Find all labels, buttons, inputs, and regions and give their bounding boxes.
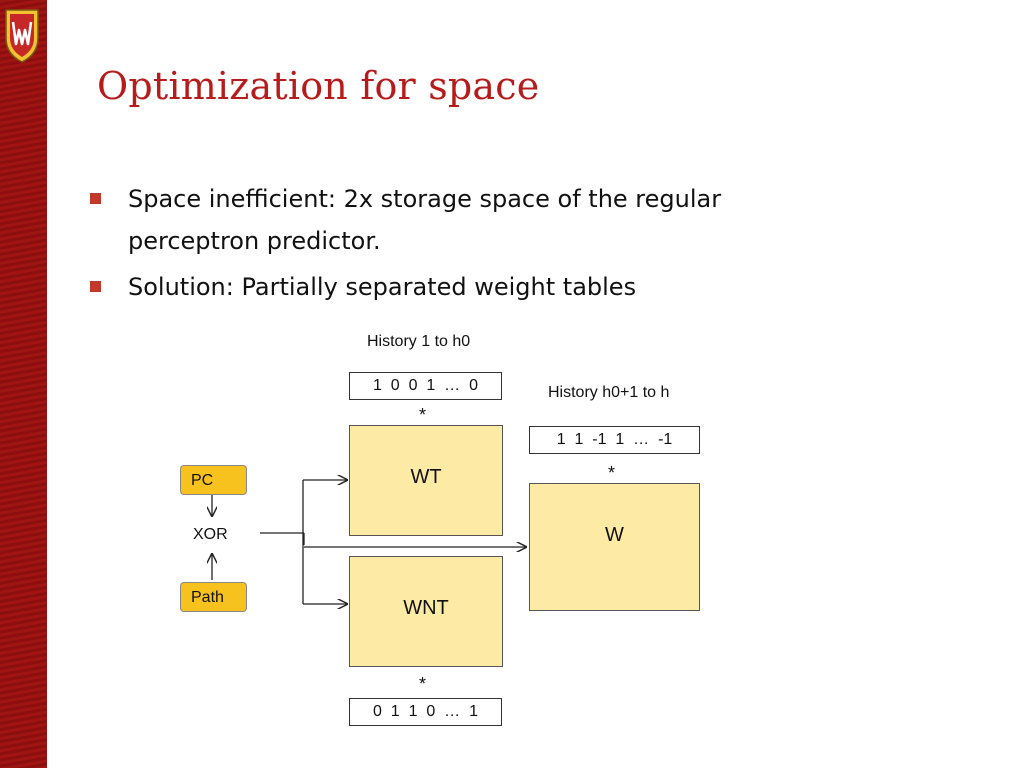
bullet-square-icon [90, 193, 101, 204]
history2-label: History h0+1 to h [548, 384, 670, 401]
sidebar-band [0, 0, 47, 768]
bullet-list: Space inefficient: 2x storage space of t… [90, 178, 830, 312]
bullet-square-icon [90, 281, 101, 292]
history1-label: History 1 to h0 [367, 333, 471, 350]
history2-vector: 1 1 -1 1 … -1 [529, 426, 700, 454]
university-crest-icon [5, 9, 39, 63]
w-label: W [605, 524, 624, 546]
multiply-symbol: * [419, 674, 427, 694]
w-table-box: W [529, 483, 700, 611]
wnt-table-box: WNT [349, 556, 503, 667]
wt-label: WT [410, 466, 442, 488]
bullet-item: Space inefficient: 2x storage space of t… [90, 178, 830, 262]
wnt-history-vector: 0 1 1 0 … 1 [349, 698, 502, 726]
bullet-text: Solution: Partially separated weight tab… [128, 273, 637, 301]
pc-tag: PC [180, 465, 247, 495]
history1-vector: 1 0 0 1 … 0 [349, 372, 502, 400]
xor-fanout-connector [260, 480, 305, 604]
bullet-text: Space inefficient: 2x storage space of t… [128, 185, 722, 255]
slide-title: Optimization for space [97, 64, 540, 108]
xor-label: XOR [193, 526, 228, 543]
path-tag: Path [180, 582, 247, 612]
multiply-symbol: * [419, 405, 427, 425]
multiply-symbol: * [608, 463, 616, 483]
bullet-item: Solution: Partially separated weight tab… [90, 266, 830, 308]
wnt-label: WNT [403, 597, 449, 619]
wt-table-box: WT [349, 425, 503, 536]
